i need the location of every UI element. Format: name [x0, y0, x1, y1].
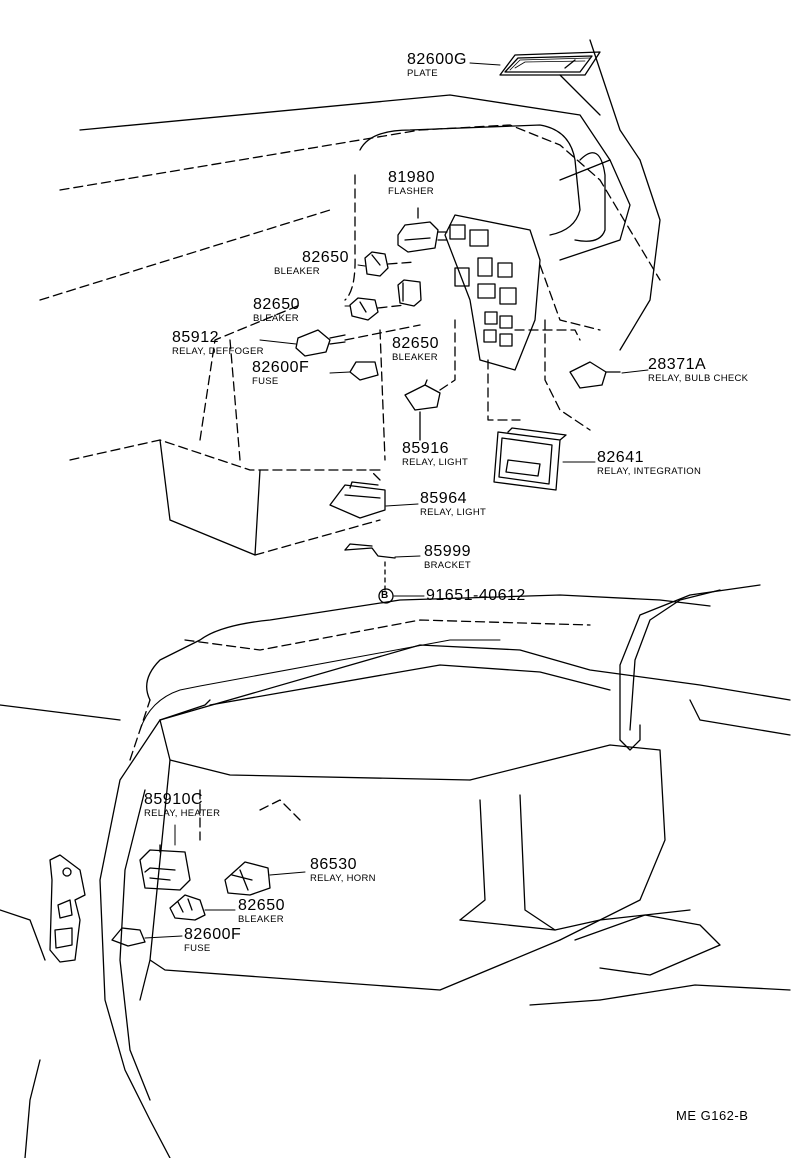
light-relay-lower-part: [329, 481, 386, 519]
plate-part: [499, 51, 601, 76]
fuse-lower-part: [111, 927, 183, 947]
callout-81980: 81980 FLASHER: [388, 170, 435, 197]
callout-82600F-upper: 82600F FUSE: [252, 360, 309, 387]
part-name: RELAY, HORN: [310, 873, 376, 884]
deffoger-relay-part: [295, 329, 346, 357]
callout-82600F-lower: 82600F FUSE: [184, 927, 241, 954]
upper-dashboard-outline: [39, 39, 661, 556]
part-name: RELAY, HEATER: [144, 808, 221, 819]
part-number: 85964: [420, 490, 467, 507]
breaker-lower-part: [169, 894, 236, 921]
part-name: BLEAKER: [392, 352, 438, 363]
breaker-center-part: [397, 279, 422, 307]
part-number: 82650: [238, 897, 285, 914]
junction-block: [444, 214, 581, 421]
callout-82600G: 82600G PLATE: [407, 52, 467, 79]
part-number: 82641: [597, 449, 644, 466]
fuse-upper-part: [349, 361, 379, 381]
part-name: BLEAKER: [274, 266, 320, 277]
callout-82650-lower: 82650 BLEAKER: [238, 898, 285, 925]
breaker-upper-part: [364, 251, 389, 277]
part-name: BLEAKER: [253, 313, 299, 324]
part-number: 82650: [392, 335, 439, 352]
part-name: FLASHER: [388, 186, 434, 197]
horn-relay-part: [224, 861, 306, 896]
lower-dashboard-outline: [0, 584, 791, 1158]
callout-91651-40612: 91651-40612: [426, 588, 526, 604]
part-name: RELAY, BULB CHECK: [648, 373, 749, 384]
callout-82650-upper: 82650 BLEAKER: [274, 249, 349, 277]
part-name: BLEAKER: [238, 914, 284, 925]
part-number: 82650: [302, 249, 349, 266]
bulb-check-relay-part: [569, 361, 621, 389]
callout-85999: 85999 BRACKET: [424, 544, 471, 571]
part-name: FUSE: [252, 376, 279, 387]
bolt-symbol-circle: [378, 588, 394, 604]
upper-leader-lines: [259, 62, 649, 597]
part-name: FUSE: [184, 943, 211, 954]
part-number: 81980: [388, 169, 435, 186]
heater-relay-part: [139, 844, 191, 891]
part-number: 85912: [172, 329, 219, 346]
light-relay-part: [404, 379, 441, 411]
part-number: 82650: [253, 296, 300, 313]
part-name: PLATE: [407, 68, 438, 79]
bolt-symbol-letter: B: [381, 590, 389, 601]
part-name: BRACKET: [424, 560, 471, 571]
hinge-bracket-part: [49, 854, 86, 963]
part-number: 82600F: [184, 926, 242, 943]
callout-82650-center: 82650 BLEAKER: [392, 336, 439, 363]
integration-relay-part: [493, 427, 567, 491]
part-number: 91651-40612: [426, 587, 526, 604]
callout-85912: 85912 RELAY, DEFFOGER: [172, 330, 264, 357]
callout-85910C: 85910C RELAY, HEATER: [144, 792, 220, 819]
callout-86530: 86530 RELAY, HORN: [310, 857, 376, 884]
callout-82641: 82641 RELAY, INTEGRATION: [597, 450, 701, 477]
part-name: RELAY, DEFFOGER: [172, 346, 264, 357]
part-number: 85916: [402, 440, 449, 457]
part-number: 85910C: [144, 791, 204, 808]
part-number: 28371A: [648, 356, 707, 373]
part-number: 82600G: [407, 51, 467, 68]
part-number: 86530: [310, 856, 357, 873]
part-name: RELAY, LIGHT: [402, 457, 469, 468]
callout-28371A: 28371A RELAY, BULB CHECK: [648, 357, 748, 384]
part-name: RELAY, LIGHT: [420, 507, 487, 518]
callout-85916: 85916 RELAY, LIGHT: [402, 441, 468, 468]
callout-85964: 85964 RELAY, LIGHT: [420, 491, 486, 518]
diagram-code: ME G162-B: [676, 1108, 749, 1123]
part-name: RELAY, INTEGRATION: [597, 466, 702, 477]
part-number: 85999: [424, 543, 471, 560]
breaker-mid-part: [349, 297, 379, 321]
bracket-part: [344, 543, 396, 559]
callout-82650-mid: 82650 BLEAKER: [253, 297, 300, 324]
flasher-part: [397, 221, 448, 253]
part-number: 82600F: [252, 359, 310, 376]
